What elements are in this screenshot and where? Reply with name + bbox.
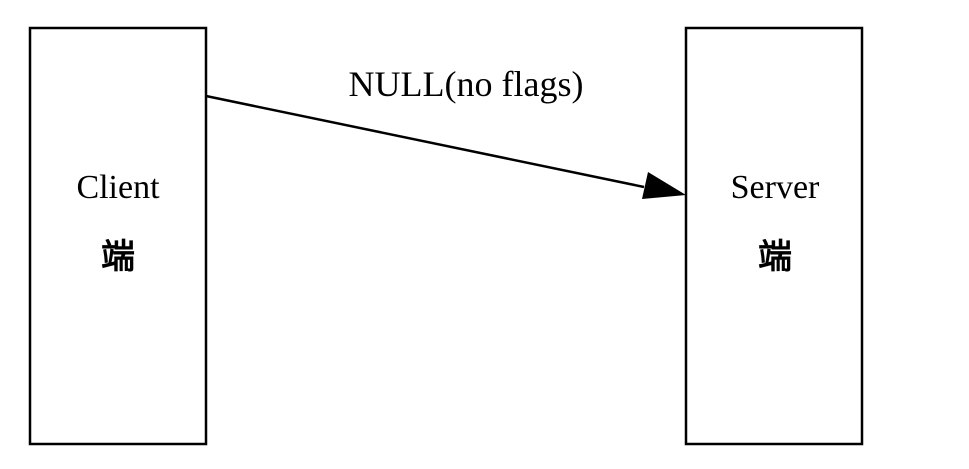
client-label: Client — [76, 169, 160, 206]
server-box — [684, 26, 864, 446]
client-box — [28, 26, 208, 446]
arrow-head — [642, 172, 686, 199]
server-label: Server — [731, 169, 820, 206]
server-node: Server 端 — [684, 26, 864, 446]
client-subtitle: 端 — [101, 237, 135, 277]
arrow-line — [205, 94, 645, 189]
message-arrow: NULL(no flags) — [205, 64, 686, 199]
message-label: NULL(no flags) — [349, 64, 584, 104]
client-node: Client 端 — [28, 26, 208, 446]
server-subtitle: 端 — [758, 237, 792, 277]
